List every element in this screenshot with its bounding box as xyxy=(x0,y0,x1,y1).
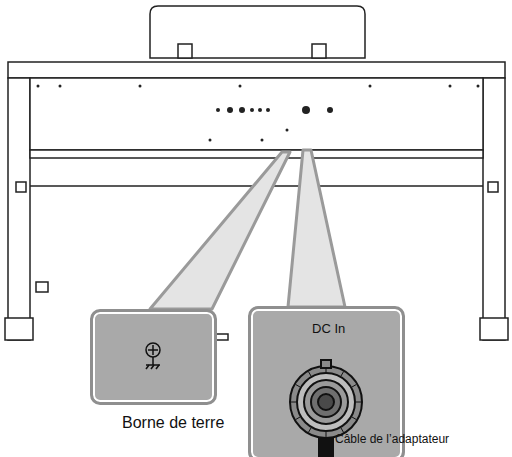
bracket xyxy=(36,282,48,292)
ground-callout-box: Borne de terre xyxy=(90,309,217,405)
ground-symbol xyxy=(93,312,214,402)
part-label: Borne de terre xyxy=(122,414,224,432)
rear-panel xyxy=(30,78,483,150)
box-heading: DC In xyxy=(312,321,345,336)
rest-hinge xyxy=(312,44,326,58)
bracket xyxy=(488,182,498,192)
panel-rim xyxy=(30,150,483,158)
piano-outline xyxy=(5,6,508,340)
music-rest xyxy=(150,6,365,58)
right-foot xyxy=(480,318,508,340)
bracket xyxy=(16,182,26,192)
panel-jacks xyxy=(37,85,480,142)
left-foot xyxy=(5,318,33,340)
callout-wedge xyxy=(150,150,345,309)
cable-label: Câble de l’adaptateur xyxy=(335,432,449,446)
rest-hinge xyxy=(178,44,192,58)
right-leg xyxy=(483,78,505,340)
top-lid xyxy=(8,62,505,78)
left-leg xyxy=(8,78,30,340)
